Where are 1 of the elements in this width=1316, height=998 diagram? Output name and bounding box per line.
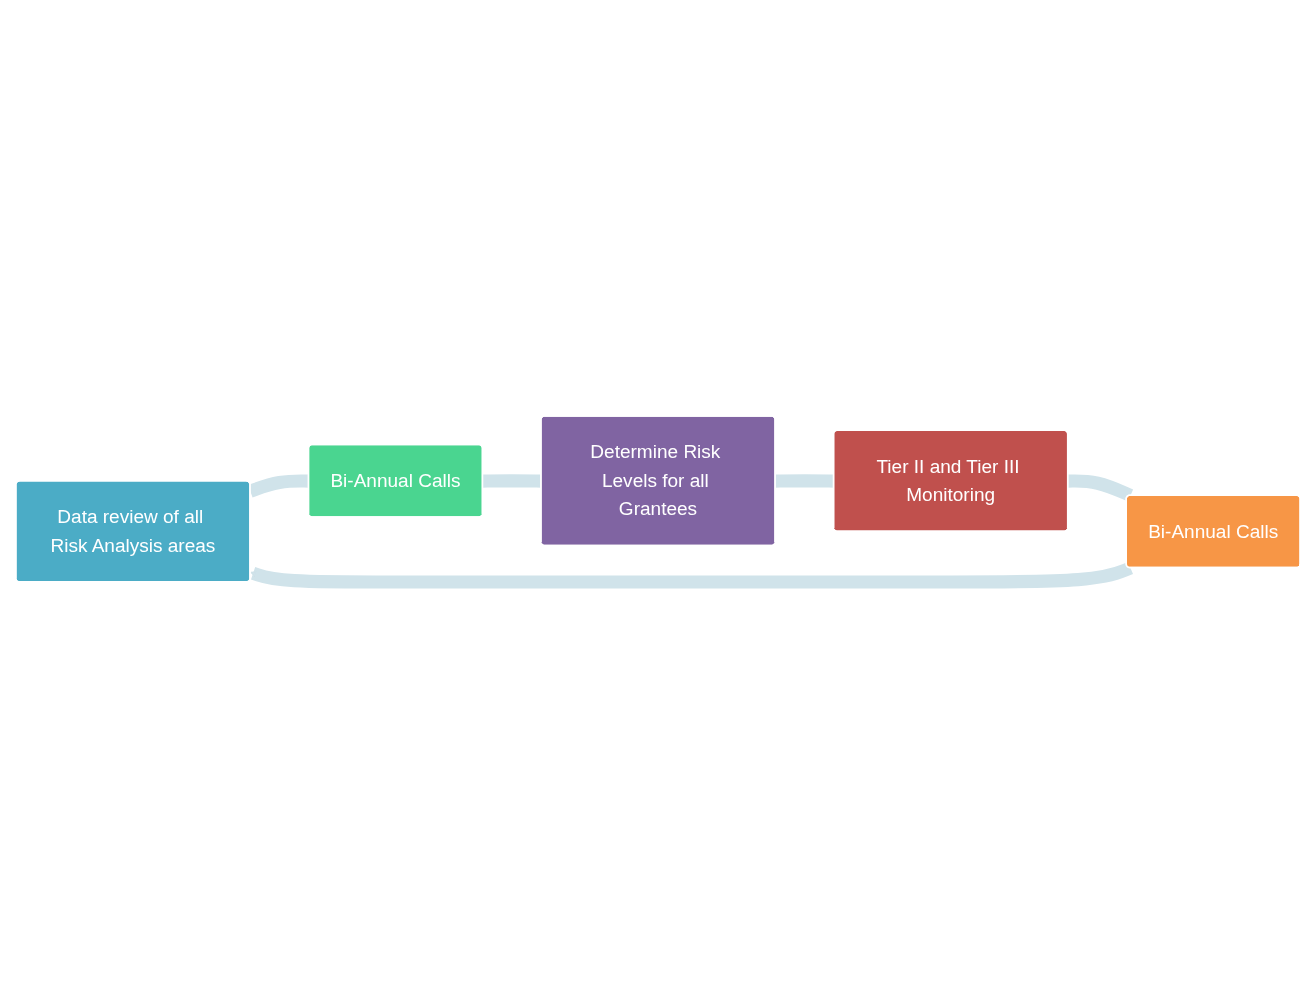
- arrow: [250, 561, 1133, 589]
